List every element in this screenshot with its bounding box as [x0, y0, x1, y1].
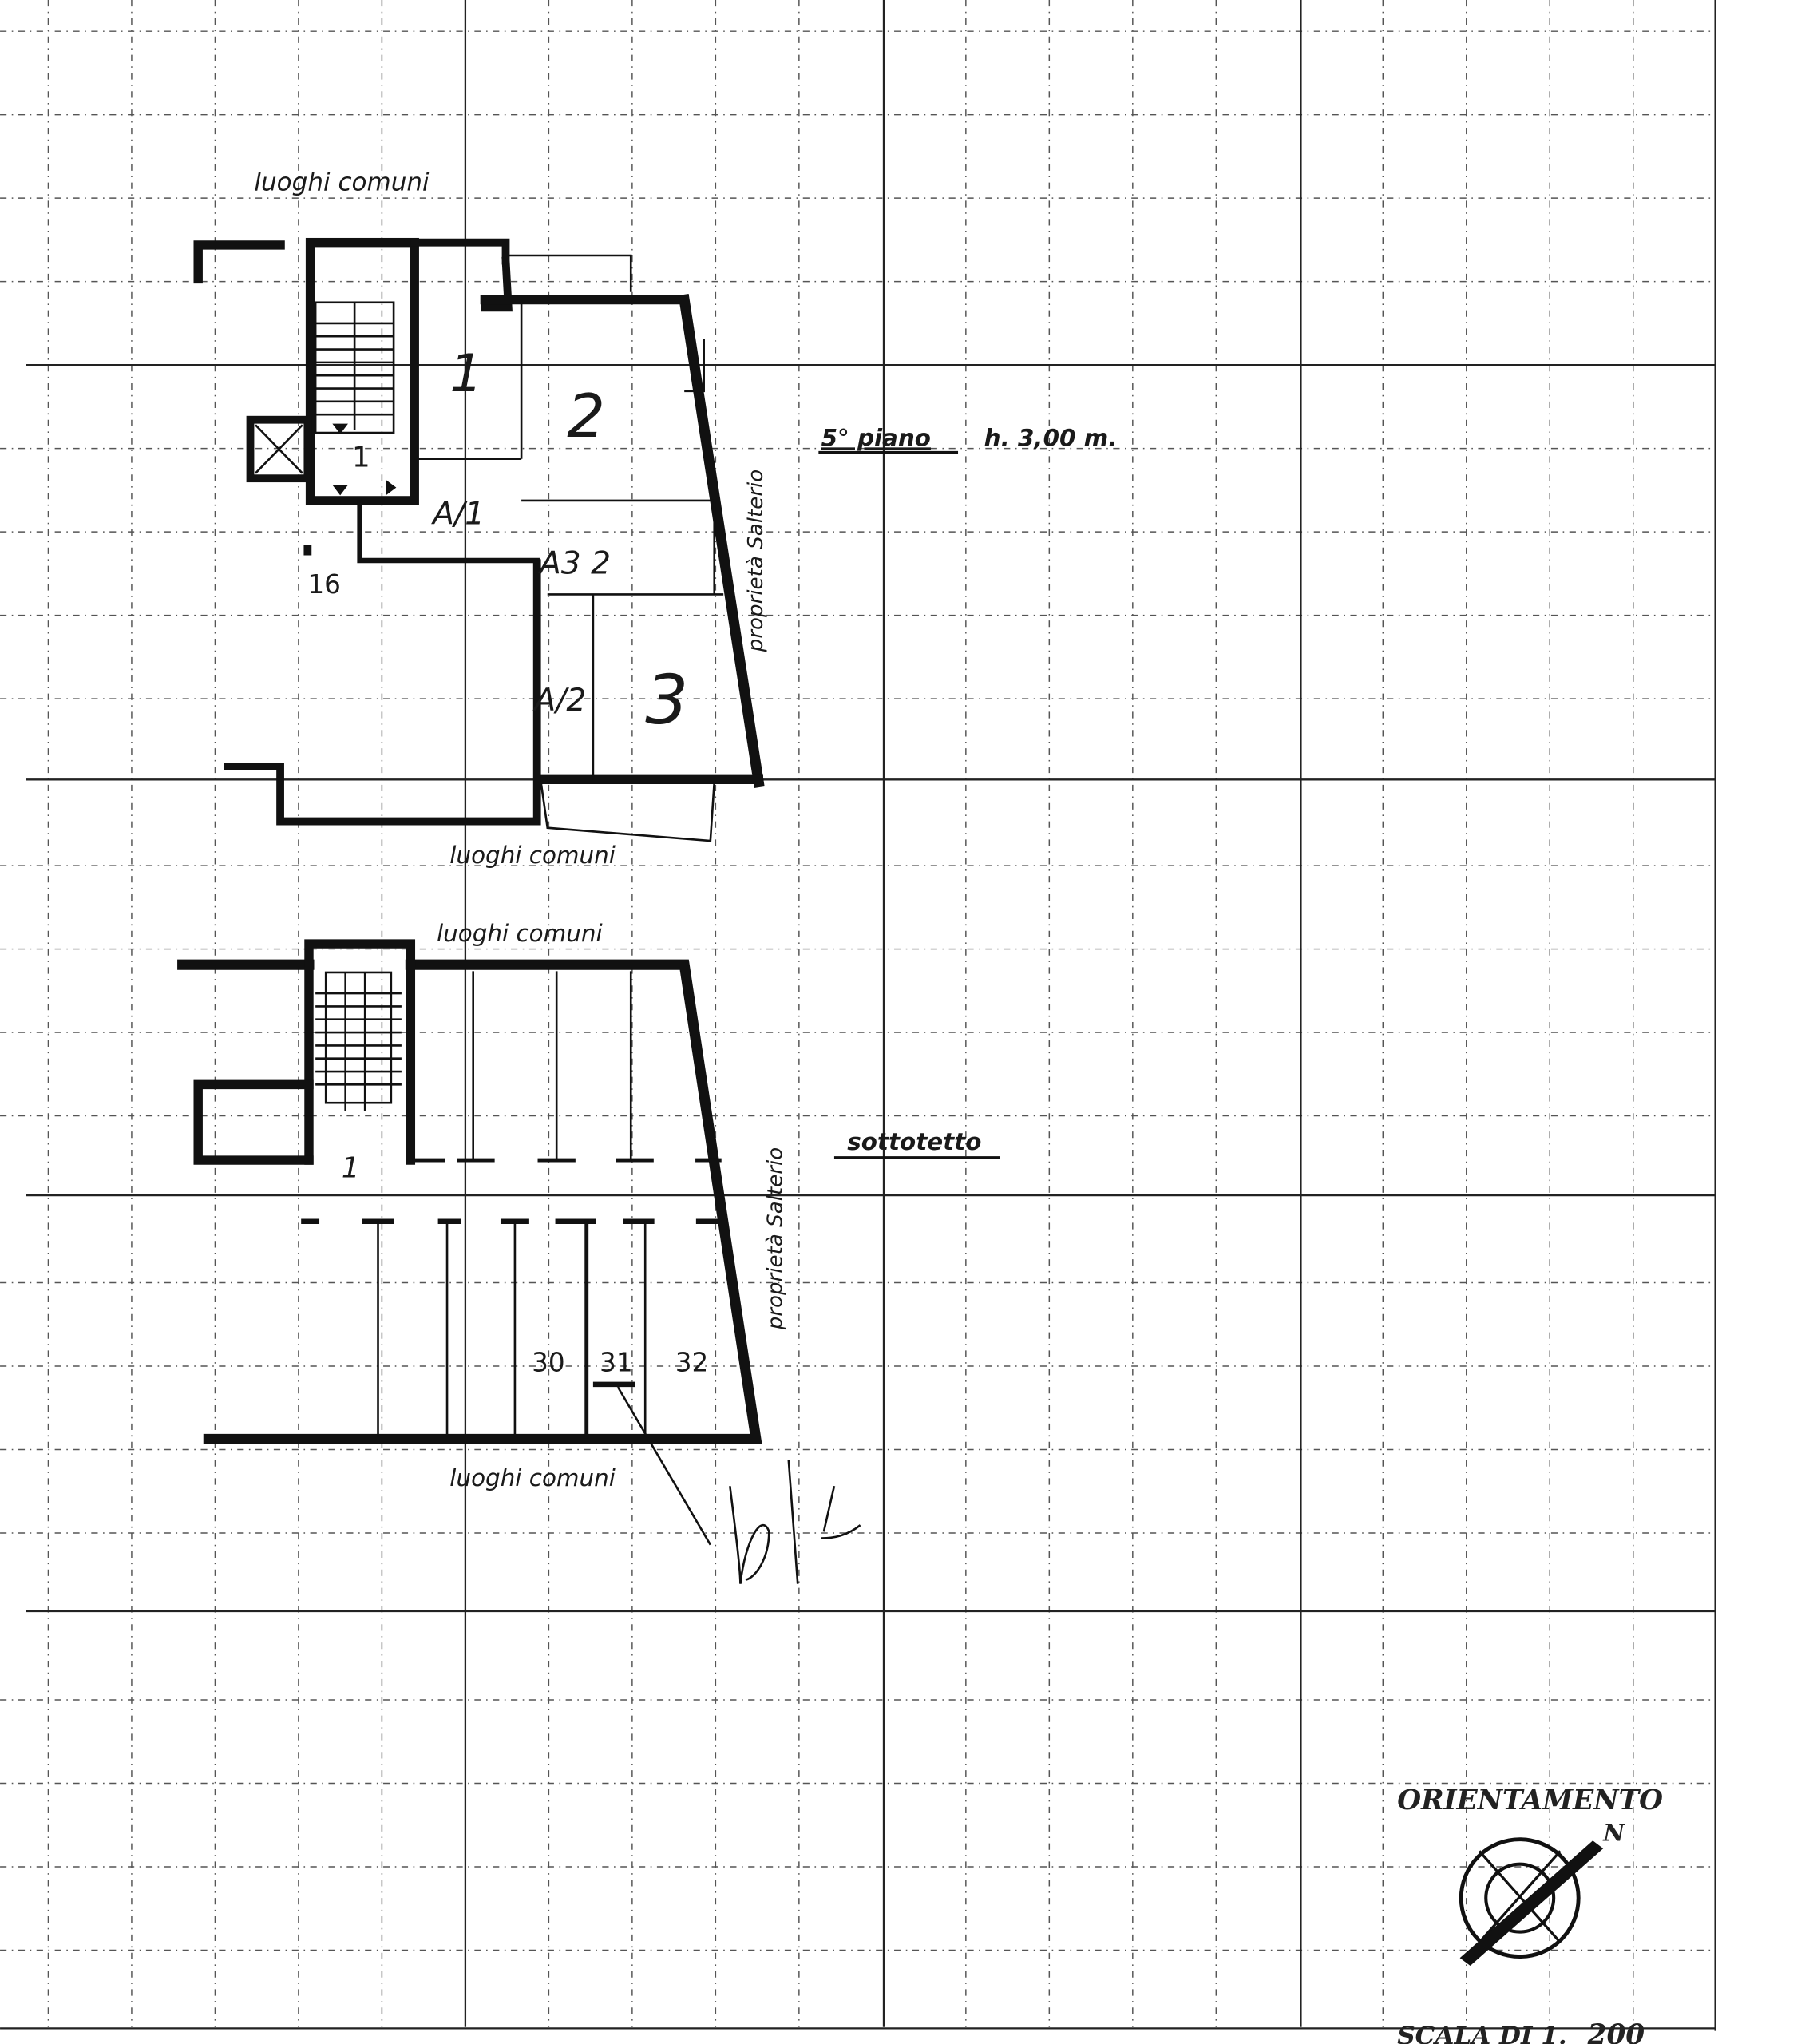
cell-30-label: 30	[532, 1348, 565, 1378]
label-common-areas-top: luoghi comuni	[254, 168, 430, 196]
scale-value: 200	[1587, 2019, 1645, 2044]
label-common-areas-bottom-attic: luoghi comuni	[449, 1464, 616, 1491]
annotation-a1: A/1	[430, 496, 485, 532]
annotation-a3: A3 2	[537, 545, 611, 581]
north-indicator: N	[1602, 1818, 1625, 1846]
floor-height: h. 3,00 m.	[984, 424, 1118, 451]
label-common-areas-top-attic: luoghi comuni	[437, 920, 603, 947]
floor-title-attic: sottotetto	[847, 1128, 981, 1155]
floor-title-5th: 5° piano	[821, 424, 931, 451]
neighbour-property-label: proprietà Salterio	[744, 469, 768, 653]
room-2-label: 2	[567, 381, 605, 451]
cell-32-label: 32	[675, 1348, 709, 1378]
annotation-a2: A/2	[532, 683, 586, 719]
plan-attic: luoghi comuni 1 30 31 32 proprietà Salte…	[177, 920, 1000, 1491]
label-common-areas-bottom: luoghi comuni	[449, 842, 616, 869]
room-1-label: 1	[449, 343, 483, 404]
stair-unit-label-attic: 1	[342, 1151, 360, 1184]
orientation-title: ORIENTAMENTO	[1397, 1785, 1663, 1816]
neighbour-property-label-attic: proprietà Salterio	[764, 1147, 788, 1331]
grid	[0, 0, 1716, 2031]
orientation-legend: ORIENTAMENTO N SCALA DI 1. 200	[1397, 1785, 1663, 2044]
stair-unit-label: 1	[352, 441, 370, 473]
scale-prefix: SCALA DI 1.	[1397, 2022, 1566, 2044]
staircase-attic	[315, 971, 402, 1111]
cell-31-label: 31	[600, 1348, 633, 1378]
plan-5th-floor: luoghi comuni 1 2 3 1 16 A/1 A3 2 A/2 pr…	[193, 168, 1118, 869]
room-3-label: 3	[645, 661, 688, 740]
compass-icon: N	[1459, 1818, 1625, 1967]
unit-16-label: 16	[307, 569, 341, 600]
staircase	[314, 301, 397, 496]
signature	[616, 1386, 861, 1584]
